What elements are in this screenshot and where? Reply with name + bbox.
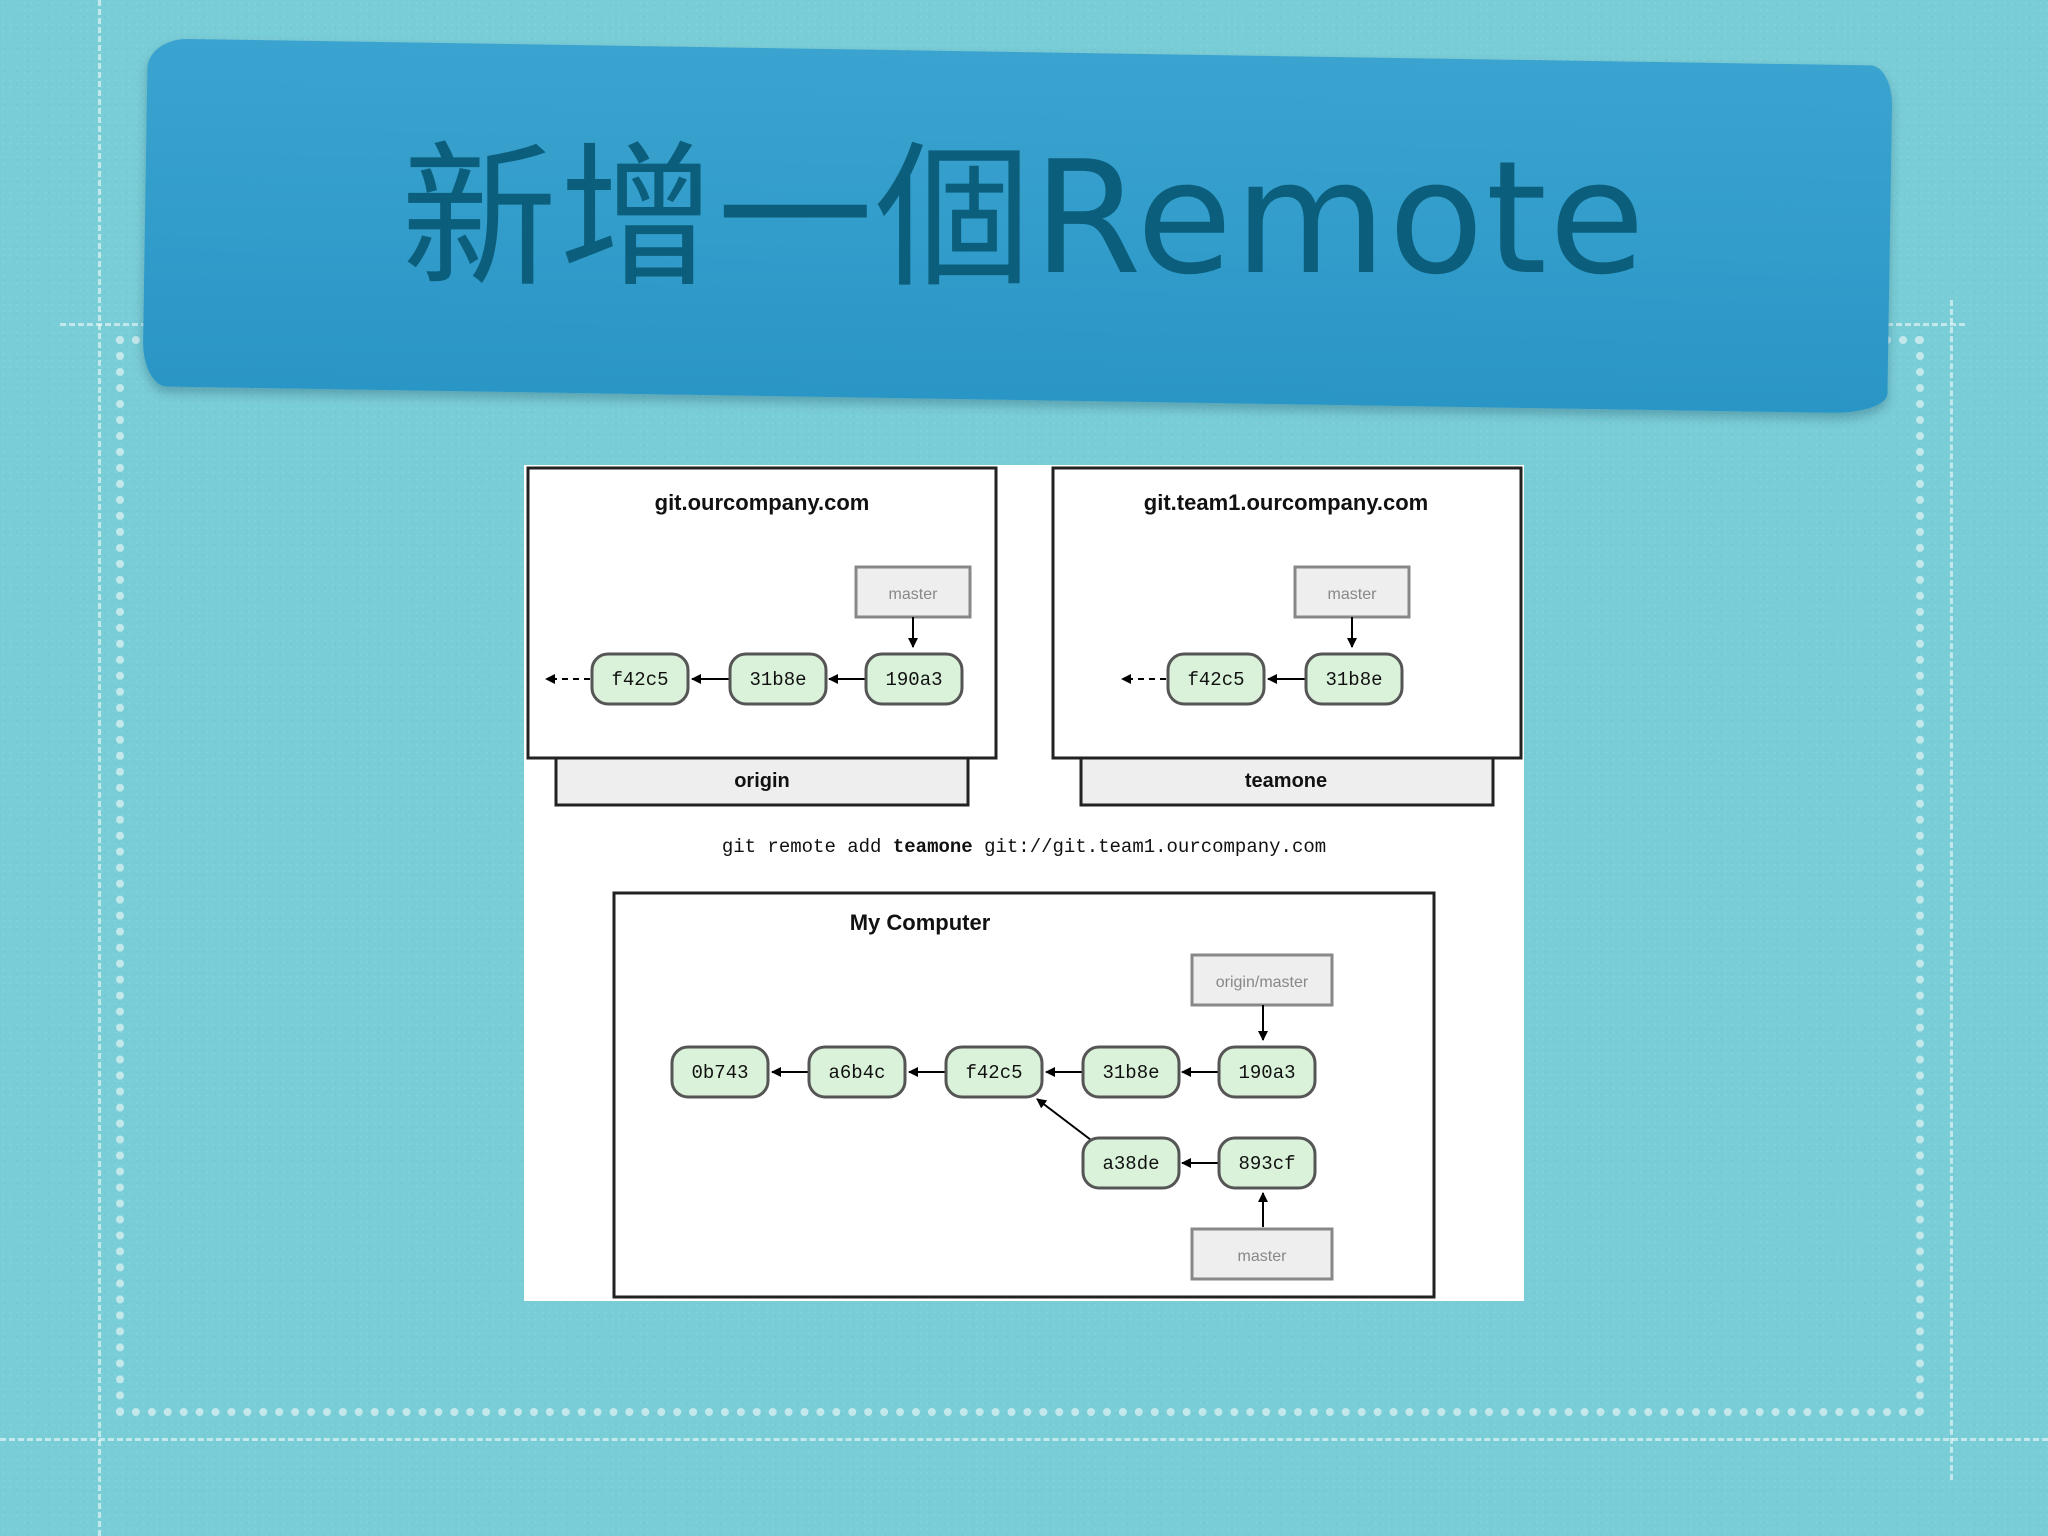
team-remote-name: teamone [1245, 770, 1327, 792]
origin-branch-label: master [889, 586, 939, 603]
origin-commit-2-label: 31b8e [749, 669, 806, 691]
local-commit-190a3 [1217, 1045, 1317, 1099]
local-commit-a38de [1081, 1136, 1181, 1190]
local-remote-ref [1190, 953, 1334, 1007]
local-commit-31b8e-label: 31b8e [1102, 1062, 1159, 1084]
team-branch-label: master [1328, 586, 1378, 603]
local-commit-0b743 [670, 1045, 770, 1099]
local-commit-a6b4c [807, 1045, 907, 1099]
local-commit-31b8e [1081, 1045, 1181, 1099]
team-commit-1 [1166, 652, 1266, 706]
team-commit-2-label: 31b8e [1325, 669, 1382, 691]
command-url: git://git.team1.ourcompany.com [973, 836, 1326, 858]
local-title: My Computer [850, 910, 991, 935]
origin-remote-tab [554, 756, 970, 807]
origin-remote-name: origin [734, 770, 790, 792]
local-master-ref-label: master [1238, 1248, 1288, 1265]
git-remote-diagram: git.ourcompany.com master f42c5 31b8e 19… [524, 465, 1524, 1301]
team-commit-2 [1304, 652, 1404, 706]
local-commit-a38de-label: a38de [1102, 1153, 1159, 1175]
command-prefix: git remote add [722, 836, 893, 858]
local-commit-0b743-label: 0b743 [691, 1062, 748, 1084]
origin-commit-3 [864, 652, 964, 706]
local-arrow-branch-to-f42c5 [1036, 1098, 1092, 1141]
diagram-svg: git.ourcompany.com master f42c5 31b8e 19… [526, 466, 1523, 1299]
origin-host-label: git.ourcompany.com [655, 490, 870, 515]
command-remote-name: teamone [893, 836, 973, 858]
team-host-label: git.team1.ourcompany.com [1144, 490, 1428, 515]
local-commit-a6b4c-label: a6b4c [828, 1062, 885, 1084]
origin-commit-1 [590, 652, 690, 706]
team-commit-1-label: f42c5 [1187, 669, 1244, 691]
local-commit-893cf-label: 893cf [1238, 1153, 1295, 1175]
origin-commit-2 [728, 652, 828, 706]
team-server-box [1051, 466, 1523, 760]
origin-branch-ref [854, 565, 972, 619]
team-branch-ref [1293, 565, 1411, 619]
local-remote-ref-label: origin/master [1216, 974, 1309, 991]
local-commit-f42c5-label: f42c5 [965, 1062, 1022, 1084]
local-commit-f42c5 [944, 1045, 1044, 1099]
guide-line-bottom [0, 1438, 2048, 1441]
team-remote-tab [1079, 756, 1495, 807]
slide-title: 新增一個Remote [401, 127, 1647, 309]
local-master-ref [1190, 1227, 1334, 1281]
origin-commit-3-label: 190a3 [885, 669, 942, 691]
local-commit-893cf [1217, 1136, 1317, 1190]
git-remote-command: git remote add teamone git://git.team1.o… [722, 836, 1326, 858]
guide-line-left [98, 0, 101, 1536]
guide-line-right [1950, 300, 1953, 1480]
origin-commit-1-label: f42c5 [611, 669, 668, 691]
local-commit-190a3-label: 190a3 [1238, 1062, 1295, 1084]
